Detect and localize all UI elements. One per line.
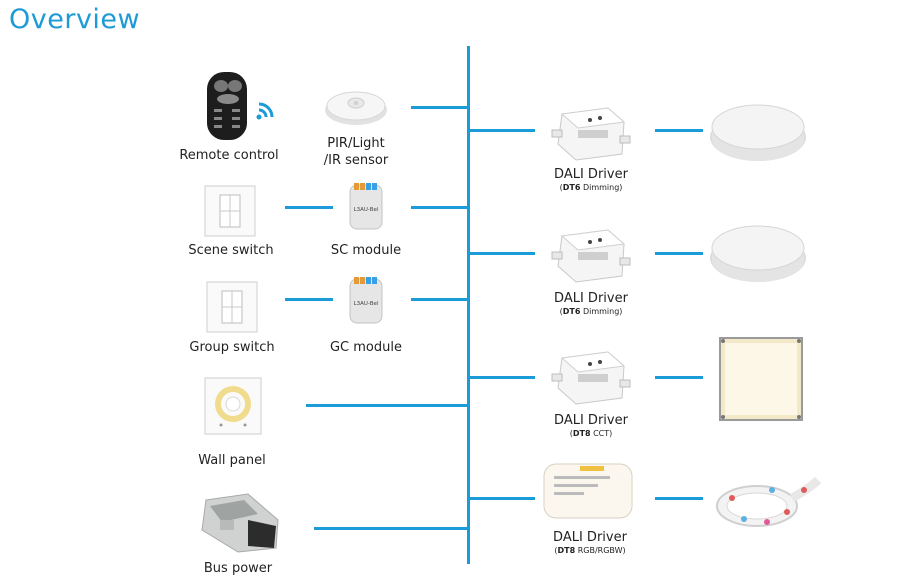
connector-driver-4 xyxy=(468,497,535,500)
driver-1-label: DALI Driver xyxy=(554,167,628,182)
round-downlight-icon xyxy=(710,225,806,282)
sc-module-icon: L3AU-Bel xyxy=(349,183,383,230)
connector-scene-switch xyxy=(285,206,333,209)
driver-2-type: DT6 xyxy=(562,307,581,316)
page-title: Overview xyxy=(9,4,141,35)
bus-power-label: Bus power xyxy=(203,561,273,576)
driver-2-label: DALI Driver xyxy=(554,291,628,306)
connector-pir xyxy=(411,106,468,109)
driver-4-mode: RGB/RGBW xyxy=(577,546,623,555)
driver-1-subtitle: (DT6 Dimming) xyxy=(559,183,623,192)
connector-driver-3 xyxy=(468,376,535,379)
sc-module-label: SC module xyxy=(330,243,402,258)
driver-2-mode: Dimming xyxy=(582,307,620,316)
connector-light-3 xyxy=(655,376,703,379)
wall-panel-label: Wall panel xyxy=(198,453,266,468)
driver-3-type: DT8 xyxy=(572,429,591,438)
connector-gc-module xyxy=(411,298,468,301)
driver-3-mode: CCT xyxy=(593,429,610,438)
connector-light-1 xyxy=(655,129,703,132)
connector-driver-2 xyxy=(468,252,535,255)
connector-sc-module xyxy=(411,206,468,209)
dali-driver-icon xyxy=(551,229,631,283)
driver-4-type: DT8 xyxy=(557,546,576,555)
driver-4-subtitle: (DT8 RGB/RGBW) xyxy=(554,546,626,555)
bus-power-icon xyxy=(201,493,279,553)
connector-light-4 xyxy=(655,497,703,500)
connector-light-2 xyxy=(655,252,703,255)
dali-bus-line xyxy=(467,46,470,564)
wall-panel-icon xyxy=(204,377,262,435)
remote-control-label: Remote control xyxy=(179,148,279,163)
driver-4-label: DALI Driver xyxy=(553,530,627,545)
dali-driver-icon xyxy=(551,107,631,161)
panel-light-icon xyxy=(719,337,803,421)
scene-switch-label: Scene switch xyxy=(188,243,274,258)
pir-sensor-icon xyxy=(325,91,387,125)
pir-sensor-label-line1: PIR/Light xyxy=(327,136,385,151)
driver-3-subtitle: (DT8 CCT) xyxy=(569,429,613,438)
group-switch-icon xyxy=(206,281,258,333)
wireless-signal-icon xyxy=(256,102,274,120)
gc-module-print: L3AU-Bel xyxy=(354,301,379,307)
round-downlight-icon xyxy=(710,104,806,161)
group-switch-label: Group switch xyxy=(189,340,275,355)
driver-1-type: DT6 xyxy=(562,183,581,192)
gc-module-icon: L3AU-Bel xyxy=(349,277,383,324)
pir-sensor-label: PIR/Light /IR sensor xyxy=(306,135,406,169)
connector-driver-1 xyxy=(468,129,535,132)
dali-driver-icon xyxy=(543,463,633,519)
led-strip-icon xyxy=(716,476,822,527)
driver-2-subtitle: (DT6 Dimming) xyxy=(559,307,623,316)
connector-group-switch xyxy=(285,298,333,301)
gc-module-label: GC module xyxy=(329,340,402,355)
scene-switch-icon xyxy=(204,185,256,237)
sc-module-print: L3AU-Bel xyxy=(354,207,379,213)
remote-control-icon xyxy=(207,72,247,140)
driver-3-label: DALI Driver xyxy=(554,413,628,428)
dali-driver-icon xyxy=(551,351,631,405)
driver-1-mode: Dimming xyxy=(582,183,620,192)
pir-sensor-label-line2: /IR sensor xyxy=(323,153,389,168)
connector-bus-power xyxy=(314,527,468,530)
connector-wall-panel xyxy=(306,404,468,407)
